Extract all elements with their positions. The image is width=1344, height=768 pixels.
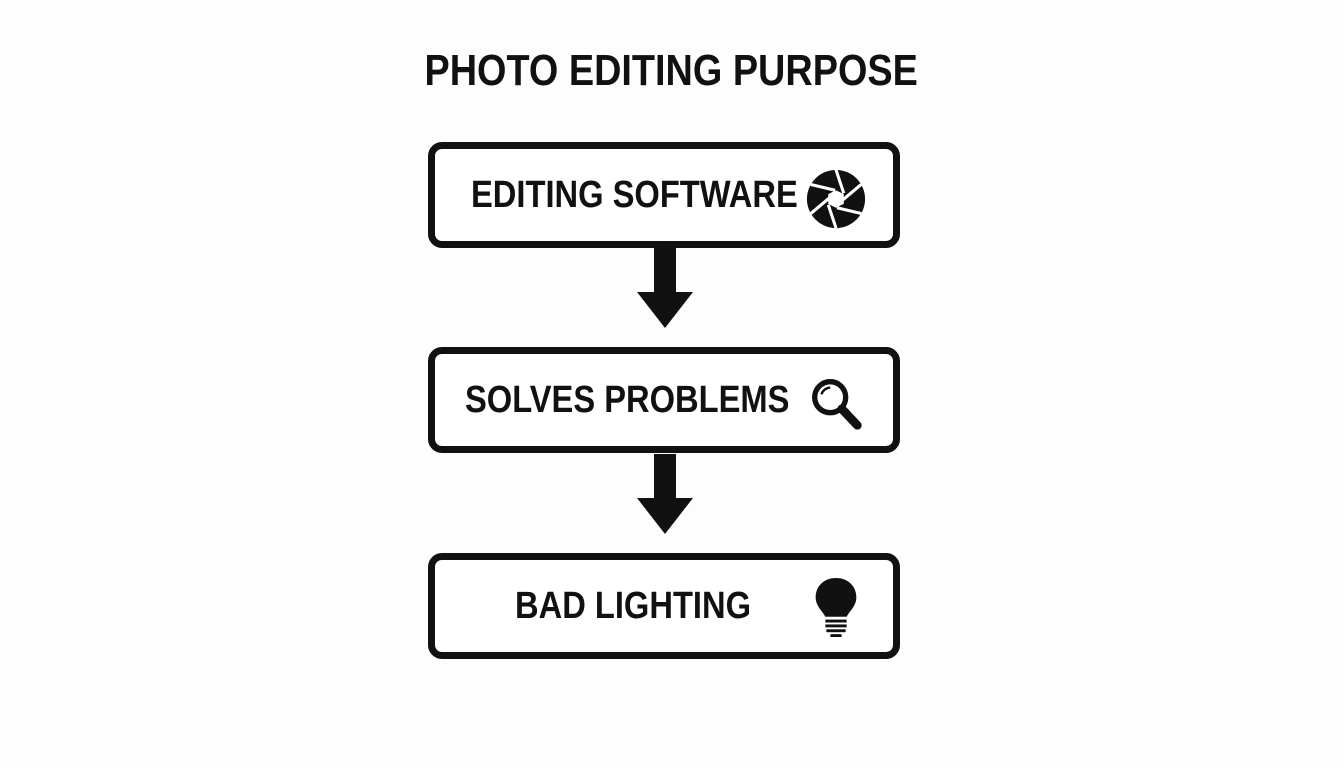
node-label: EDITING SOFTWARE bbox=[471, 174, 798, 216]
flow-arrow-2 bbox=[637, 454, 693, 536]
node-solves-problems: SOLVES PROBLEMS bbox=[428, 347, 900, 453]
node-label: SOLVES PROBLEMS bbox=[465, 379, 790, 421]
camera-aperture-icon bbox=[805, 168, 867, 230]
node-bad-lighting: BAD LIGHTING bbox=[428, 553, 900, 659]
flow-arrow-1 bbox=[637, 248, 693, 330]
node-editing-software: EDITING SOFTWARE bbox=[428, 142, 900, 248]
magnifying-glass-icon bbox=[805, 373, 867, 435]
node-label: BAD LIGHTING bbox=[515, 585, 752, 627]
diagram-title: PHOTO EDITING PURPOSE bbox=[424, 46, 918, 95]
light-bulb-icon bbox=[805, 576, 867, 638]
